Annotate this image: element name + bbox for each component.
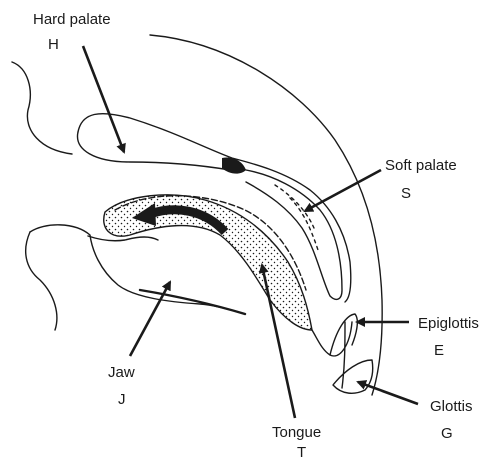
- hard-palate-code: H: [48, 36, 59, 54]
- soft-palate-arrow: [305, 170, 381, 211]
- hard-palate-lower-edge: [78, 132, 230, 170]
- glottis-label: Glottis: [430, 398, 473, 416]
- glottis-arrow: [358, 382, 418, 404]
- epiglottis-code: E: [434, 342, 444, 360]
- glottis-shape: [333, 360, 373, 393]
- hard-palate-label: Hard palate: [33, 11, 111, 29]
- jaw-code: J: [118, 391, 126, 409]
- nose-outline: [12, 62, 72, 154]
- epiglottis-label: Epiglottis: [418, 315, 479, 333]
- glottis-code: G: [441, 425, 453, 443]
- jaw-label: Jaw: [108, 364, 135, 382]
- soft-palate-label: Soft palate: [385, 157, 457, 175]
- pharynx-wall: [312, 322, 352, 356]
- soft-palate-code: S: [401, 185, 411, 203]
- tongue-code: T: [297, 444, 306, 462]
- tongue-label: Tongue: [272, 424, 321, 442]
- palate-junction: [222, 158, 246, 174]
- hard-palate-arrow: [83, 46, 124, 152]
- jaw-lower-outline: [26, 232, 57, 330]
